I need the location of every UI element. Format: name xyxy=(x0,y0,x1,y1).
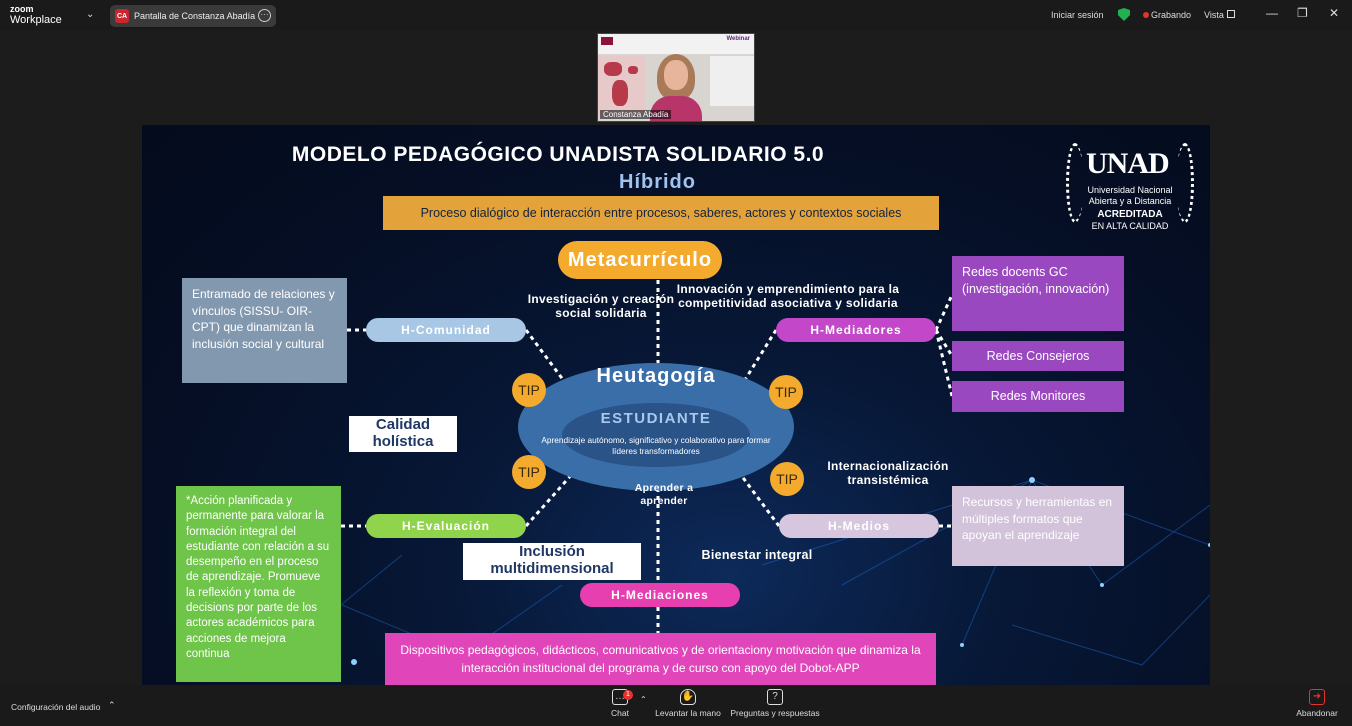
chevron-up-icon[interactable]: ⌃ xyxy=(108,700,116,710)
more-options-icon[interactable]: ··· xyxy=(258,9,271,22)
audio-settings-button[interactable]: Configuración del audio xyxy=(11,702,101,712)
redes-gc-box: Redes docents GC (investigación, innovac… xyxy=(952,256,1124,331)
unad-line3: ACREDITADA xyxy=(1097,209,1163,220)
chat-label: Chat xyxy=(611,708,629,718)
subtitle-text: Híbrido xyxy=(619,171,696,193)
video-slide-banner: Webinar xyxy=(598,34,754,54)
heutagogia-label: Heutagogía xyxy=(596,365,716,387)
unad-logo: UNAD Universidad Nacional Abierta y a Di… xyxy=(1060,135,1200,235)
entramado-box: Entramado de relaciones y vínculos (SISS… xyxy=(182,278,347,383)
h-mediaciones-pill: H-Mediaciones xyxy=(580,583,740,607)
hand-icon: ✋ xyxy=(680,689,696,705)
tip-badge: TIP xyxy=(769,375,803,409)
banner-logo xyxy=(601,37,613,45)
shared-slide: MODELO PEDAGÓGICO UNADISTA SOLIDARIO 5.0… xyxy=(142,125,1210,685)
tip-badge: TIP xyxy=(512,455,546,489)
close-button[interactable]: ✕ xyxy=(1329,6,1340,20)
logo-line2: Workplace xyxy=(10,14,62,26)
map-image xyxy=(598,56,646,116)
view-button[interactable]: Vista xyxy=(1204,10,1224,20)
aprender-text: Aprender a aprender xyxy=(634,482,694,507)
share-tab-label: Pantalla de Constanza Abadía xyxy=(134,11,256,21)
leave-label: Abandonar xyxy=(1296,708,1338,718)
recursos-box: Recursos y herramientas en múltiples for… xyxy=(952,486,1124,566)
participant-video[interactable]: Webinar Constanza Abadía xyxy=(597,33,755,122)
qa-button[interactable]: ? Preguntas y respuestas xyxy=(730,689,820,718)
laurel-left-icon xyxy=(1066,143,1084,223)
unad-line4: EN ALTA CALIDAD xyxy=(1091,221,1169,231)
aprendizaje-text: Aprendizaje autónomo, significativo y co… xyxy=(541,435,771,456)
dispositivos-box: Dispositivos pedagógicos, didácticos, co… xyxy=(385,633,936,685)
h-medios-pill: H-Medios xyxy=(779,514,939,538)
unad-line1: Universidad Nacional xyxy=(1087,185,1173,195)
question-icon: ? xyxy=(767,689,783,705)
tip-badge: TIP xyxy=(512,373,546,407)
unad-wordmark: UNAD xyxy=(1086,147,1170,180)
recording-dot-icon xyxy=(1143,12,1149,18)
h-mediadores-pill: H-Mediadores xyxy=(776,318,936,342)
shield-icon[interactable] xyxy=(1118,8,1130,21)
video-slide-panel xyxy=(710,56,754,106)
presenter-avatar: CA xyxy=(115,9,129,23)
participant-image xyxy=(650,52,702,121)
dialog-process-box: Proceso dialógico de interacción entre p… xyxy=(383,196,939,230)
h-evaluacion-pill: H-Evaluación xyxy=(366,514,526,538)
meeting-controls: Configuración del audio ⌃ … Chat ✋ Levan… xyxy=(0,685,1352,726)
estudiante-label: ESTUDIANTE xyxy=(600,410,712,427)
unad-line2: Abierta y a Distancia xyxy=(1088,196,1172,206)
logo-line1: zoom xyxy=(10,4,34,14)
internacionalizacion-text: Internacionalización transistémica xyxy=(827,459,949,487)
tip-badge: TIP xyxy=(770,462,804,496)
laurel-right-icon xyxy=(1176,143,1194,223)
estudiante-ellipse xyxy=(562,403,750,467)
minimize-button[interactable]: — xyxy=(1266,6,1278,20)
slide-title: MODELO PEDAGÓGICO UNADISTA SOLIDARIO 5.0 xyxy=(291,143,825,166)
metacurriculo-pill: Metacurrículo xyxy=(558,241,722,279)
inclusion-label: Inclusión multidimensional xyxy=(463,543,641,580)
qa-label: Preguntas y respuestas xyxy=(730,708,820,718)
bienestar-text: Bienestar integral xyxy=(701,548,813,562)
leave-button[interactable]: ➜ Abandonar xyxy=(1294,689,1340,718)
exit-icon: ➜ xyxy=(1309,689,1325,705)
screen-share-tab[interactable]: CA Pantalla de Constanza Abadía ··· xyxy=(110,5,276,27)
chevron-down-icon[interactable]: ⌄ xyxy=(86,9,95,20)
chat-unread-badge: 1 xyxy=(623,690,633,700)
calidad-label: Calidad holística xyxy=(349,416,457,452)
raise-hand-label: Levantar la mano xyxy=(655,708,721,718)
recording-status[interactable]: Grabando xyxy=(1151,10,1192,20)
investigacion-text: Investigación y creación social solidari… xyxy=(527,292,675,320)
top-bar: zoom Workplace ⌄ CA Pantalla de Constanz… xyxy=(0,0,1352,30)
grid-view-icon[interactable] xyxy=(1227,10,1235,18)
restore-button[interactable]: ❐ xyxy=(1297,6,1308,20)
zoom-workplace-logo[interactable]: zoom Workplace xyxy=(10,4,62,26)
innovacion-text: Innovación y emprendimiento para la comp… xyxy=(676,282,900,310)
redes-monitores-box: Redes Monitores xyxy=(952,381,1124,412)
h-comunidad-pill: H-Comunidad xyxy=(366,318,526,342)
signin-link[interactable]: Iniciar sesión xyxy=(1051,10,1104,20)
accion-box: *Acción planificada y permanente para va… xyxy=(176,486,341,682)
participant-name: Constanza Abadía xyxy=(600,110,672,119)
raise-hand-button[interactable]: ✋ Levantar la mano xyxy=(655,689,721,718)
redes-consejeros-box: Redes Consejeros xyxy=(952,341,1124,371)
webinar-label: Webinar xyxy=(726,36,750,42)
chat-chevron-icon[interactable]: ⌃ xyxy=(640,695,647,704)
